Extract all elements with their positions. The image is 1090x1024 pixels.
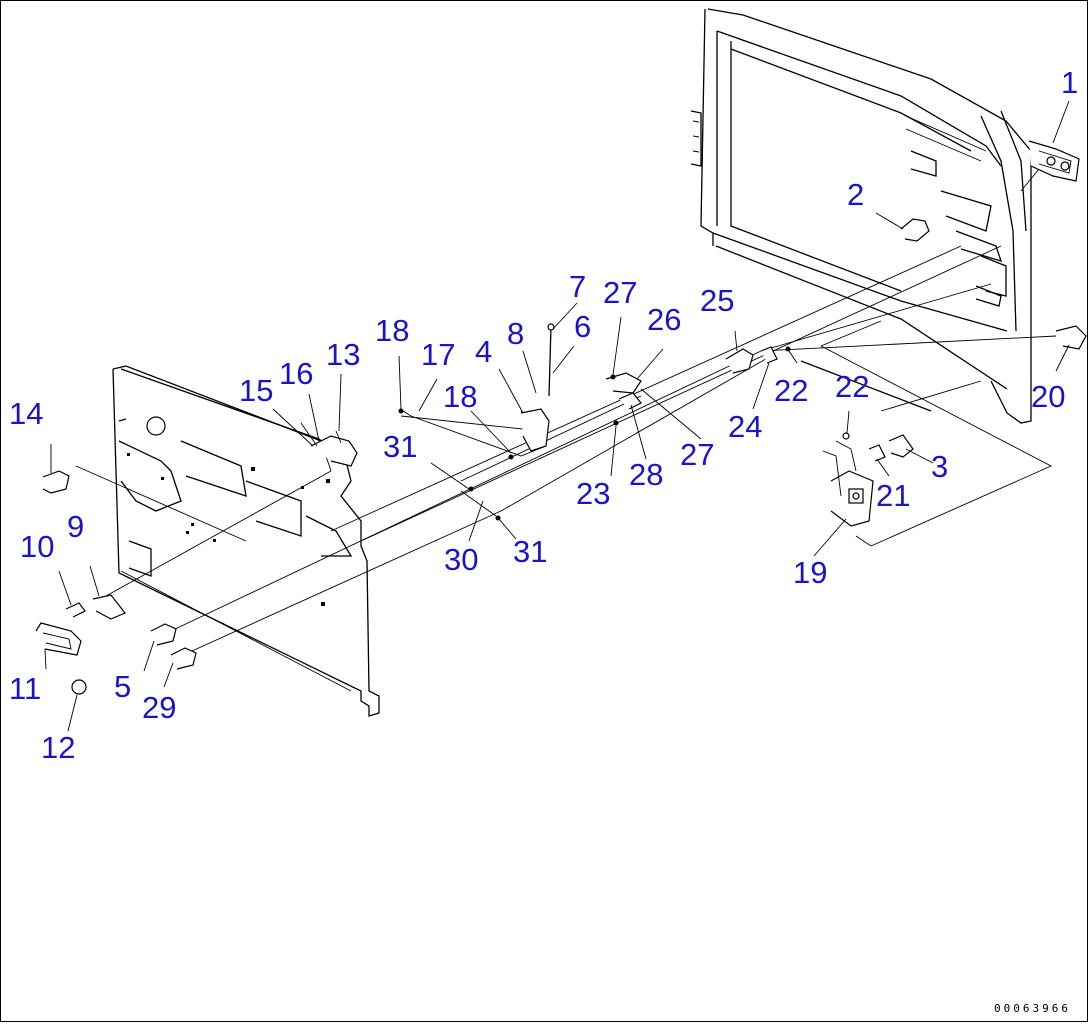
callout-30: 30 (444, 542, 479, 577)
callout-4: 4 (475, 334, 493, 369)
callout-16: 16 (279, 356, 314, 391)
callout-7: 7 (569, 269, 587, 304)
callout-20: 20 (1031, 379, 1066, 414)
callout-12: 12 (41, 730, 76, 765)
hinge-part-1 (1020, 140, 1080, 192)
callout-31a: 31 (383, 429, 418, 464)
callout-17: 17 (421, 337, 456, 372)
callout-14: 14 (9, 396, 44, 431)
callout-9: 9 (67, 509, 85, 544)
callout-6: 6 (574, 309, 592, 344)
callout-28: 28 (629, 457, 664, 492)
callout-27b: 27 (680, 437, 715, 472)
callout-29: 29 (142, 690, 177, 725)
callout-18b: 18 (443, 379, 478, 414)
callout-27a: 27 (603, 275, 638, 310)
callout-22b: 22 (835, 369, 870, 404)
callout-22a: 22 (774, 373, 809, 408)
callout-15: 15 (239, 373, 274, 408)
drawing-number: 00063966 (994, 1002, 1071, 1015)
door-frame (690, 8, 1032, 424)
callout-24: 24 (728, 409, 763, 444)
callout-26: 26 (647, 302, 682, 337)
callout-8: 8 (507, 316, 525, 351)
callout-19: 19 (793, 555, 828, 590)
leader-lines (44, 100, 1070, 732)
callout-1: 1 (1061, 65, 1079, 100)
callout-21: 21 (876, 478, 911, 513)
callout-3: 3 (931, 449, 949, 484)
guide-lines (75, 245, 1057, 657)
callout-25: 25 (700, 283, 735, 318)
callout-23: 23 (576, 476, 611, 511)
small-parts (35, 218, 1087, 695)
callout-5: 5 (114, 669, 132, 704)
assembly-outline (820, 320, 1053, 547)
inner-panel (112, 365, 380, 717)
callout-2: 2 (847, 177, 865, 212)
callout-31b: 31 (513, 534, 548, 569)
callout-18a: 18 (375, 313, 410, 348)
callout-10: 10 (20, 529, 55, 564)
callout-11: 11 (9, 671, 42, 706)
callout-13: 13 (326, 337, 361, 372)
